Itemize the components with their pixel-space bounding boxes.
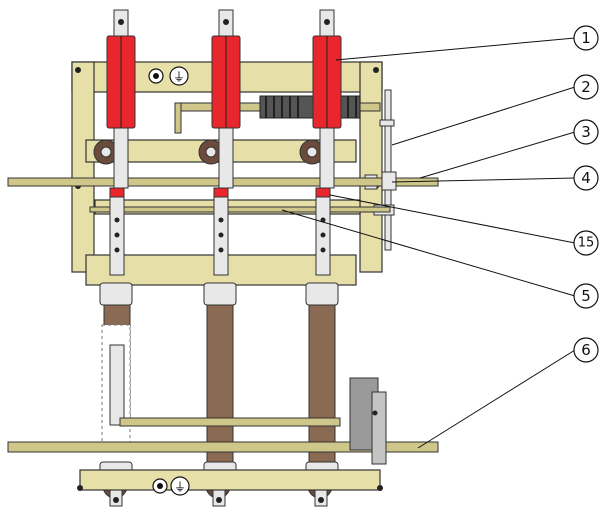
callout-4-label: 4: [581, 169, 591, 187]
callout-6-label: 6: [581, 341, 591, 359]
ground-symbol-top: ⏚: [148, 66, 189, 86]
callout-15: 15: [573, 230, 599, 256]
callout-15-label: 15: [578, 236, 595, 251]
callout-4: 4: [573, 165, 599, 191]
callout-5: 5: [573, 283, 599, 309]
callout-2: 2: [573, 74, 599, 100]
callout-3-label: 3: [581, 123, 591, 141]
callout-3: 3: [573, 119, 599, 145]
ground-icon: ⏚: [174, 480, 186, 494]
callout-1: 1: [573, 25, 599, 51]
callout-6: 6: [573, 337, 599, 363]
ground-symbol-bottom: ⏚: [152, 476, 190, 496]
leader-lines: [281, 37, 576, 449]
phase-c: [299, 9, 342, 507]
callout-1-label: 1: [581, 29, 591, 47]
spring-assembly: [174, 95, 381, 134]
thin-rod: [89, 206, 391, 213]
ground-icon: ⏚: [173, 70, 185, 84]
callout-2-label: 2: [581, 78, 591, 96]
callout-5-label: 5: [581, 287, 591, 305]
phase-b: [198, 9, 241, 507]
